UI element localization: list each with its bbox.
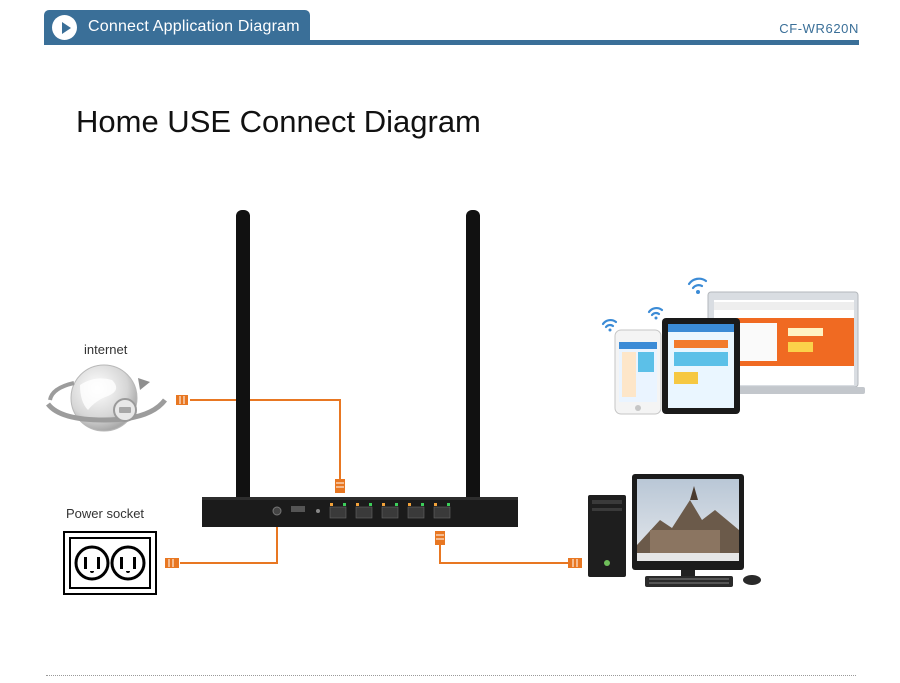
header-rule bbox=[44, 40, 859, 45]
power-socket-label: Power socket bbox=[66, 506, 145, 521]
mobile-devices-icon bbox=[614, 291, 865, 415]
power-cable bbox=[180, 525, 278, 564]
header-tab bbox=[44, 10, 310, 45]
router-icon bbox=[202, 210, 518, 527]
lan-cable bbox=[439, 545, 570, 564]
globe-icon bbox=[46, 364, 167, 432]
bottom-divider bbox=[46, 675, 856, 676]
play-icon bbox=[52, 15, 77, 40]
power-socket-icon bbox=[63, 531, 157, 595]
router-lan-plug bbox=[435, 531, 445, 545]
page-title: Home USE Connect Diagram bbox=[76, 104, 481, 139]
power-plug bbox=[165, 558, 179, 568]
internet-cable bbox=[190, 399, 341, 480]
cable-plugs bbox=[165, 395, 582, 568]
section-title: Connect Application Diagram bbox=[88, 18, 300, 35]
router-wan-plug bbox=[335, 479, 345, 493]
desktop-pc-icon bbox=[588, 474, 761, 587]
internet-label: internet bbox=[84, 342, 128, 357]
internet-plug bbox=[176, 395, 188, 405]
pc-plug bbox=[568, 558, 582, 568]
model-number: CF-WR620N bbox=[779, 21, 859, 36]
wifi-icon bbox=[601, 277, 708, 332]
